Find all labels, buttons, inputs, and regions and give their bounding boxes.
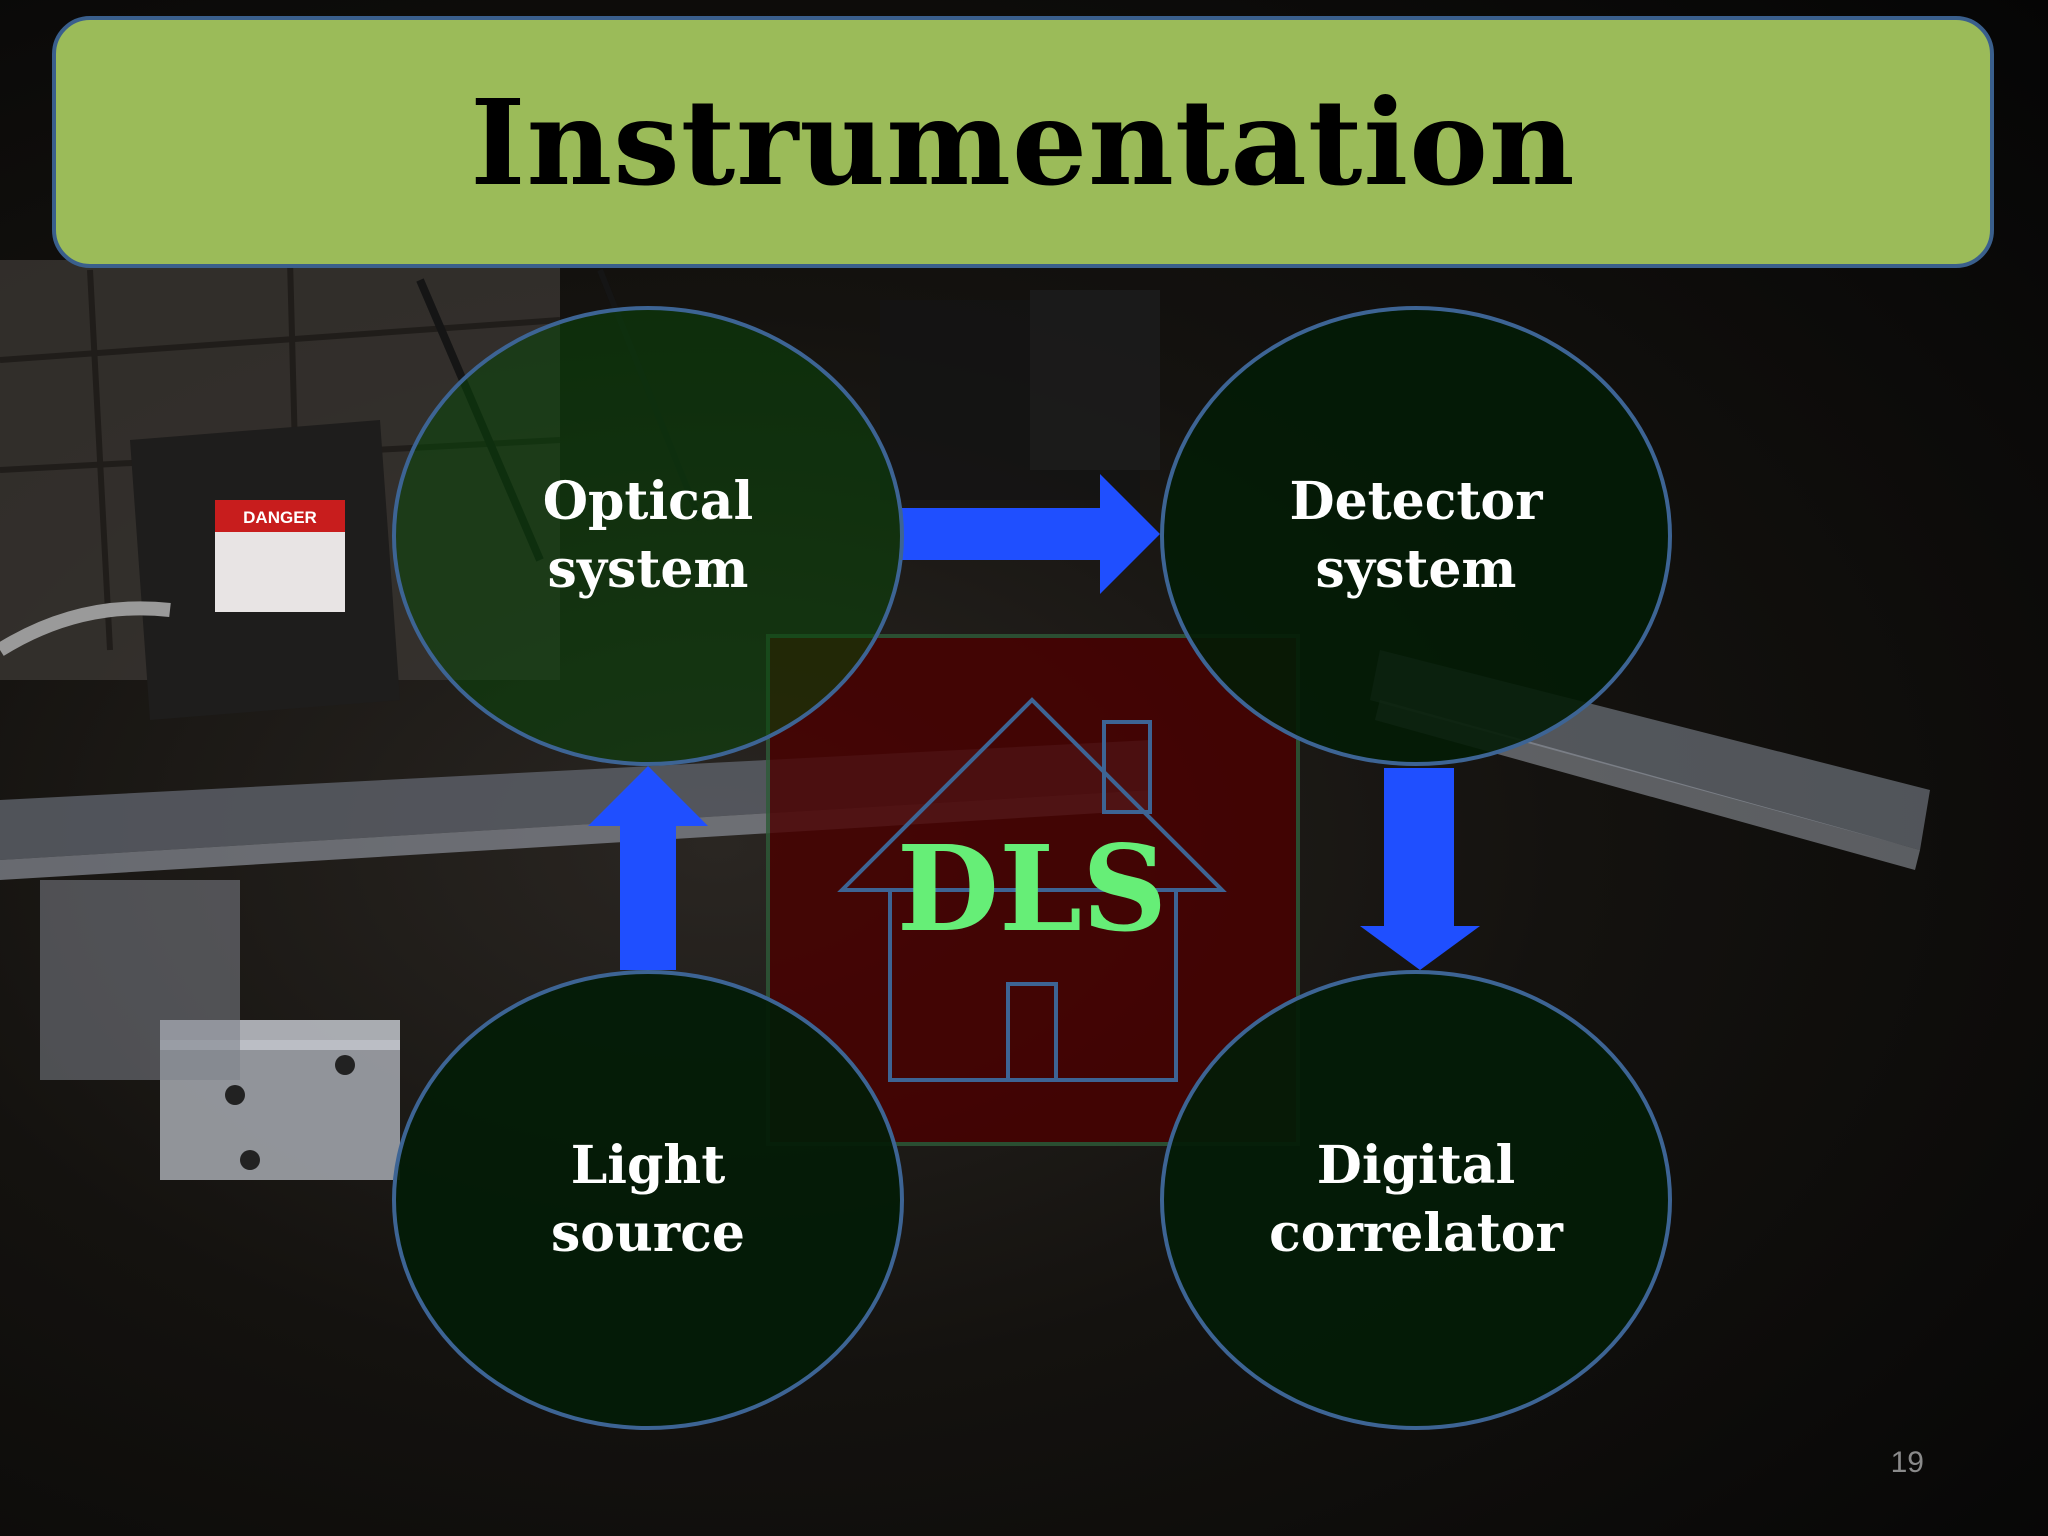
title-banner: Instrumentation [52, 16, 1994, 268]
house-icon [837, 697, 1227, 1082]
node-label-line2: source [551, 1203, 745, 1264]
page-number: 19 [1890, 1446, 1924, 1479]
node-optical-system: Optical system [392, 306, 904, 766]
arrow-down-icon [1360, 768, 1480, 970]
node-digital-correlator: Digital correlator [1160, 970, 1672, 1430]
node-label-line2: system [1315, 539, 1517, 600]
node-light-source: Light source [392, 970, 904, 1430]
node-label-line1: Optical [542, 471, 754, 532]
node-label-line2: system [547, 539, 749, 600]
arrow-right-icon [902, 474, 1160, 594]
slide-title: Instrumentation [470, 72, 1576, 212]
node-detector-system: Detector system [1160, 306, 1672, 766]
arrow-up-icon [588, 766, 708, 970]
node-label-line1: Light [570, 1135, 726, 1196]
node-label-line1: Detector [1289, 471, 1543, 532]
node-label-line2: correlator [1269, 1203, 1563, 1264]
danger-sign-text: DANGER [243, 508, 317, 527]
dls-label: DLS [897, 819, 1168, 958]
node-label-line1: Digital [1316, 1135, 1516, 1196]
